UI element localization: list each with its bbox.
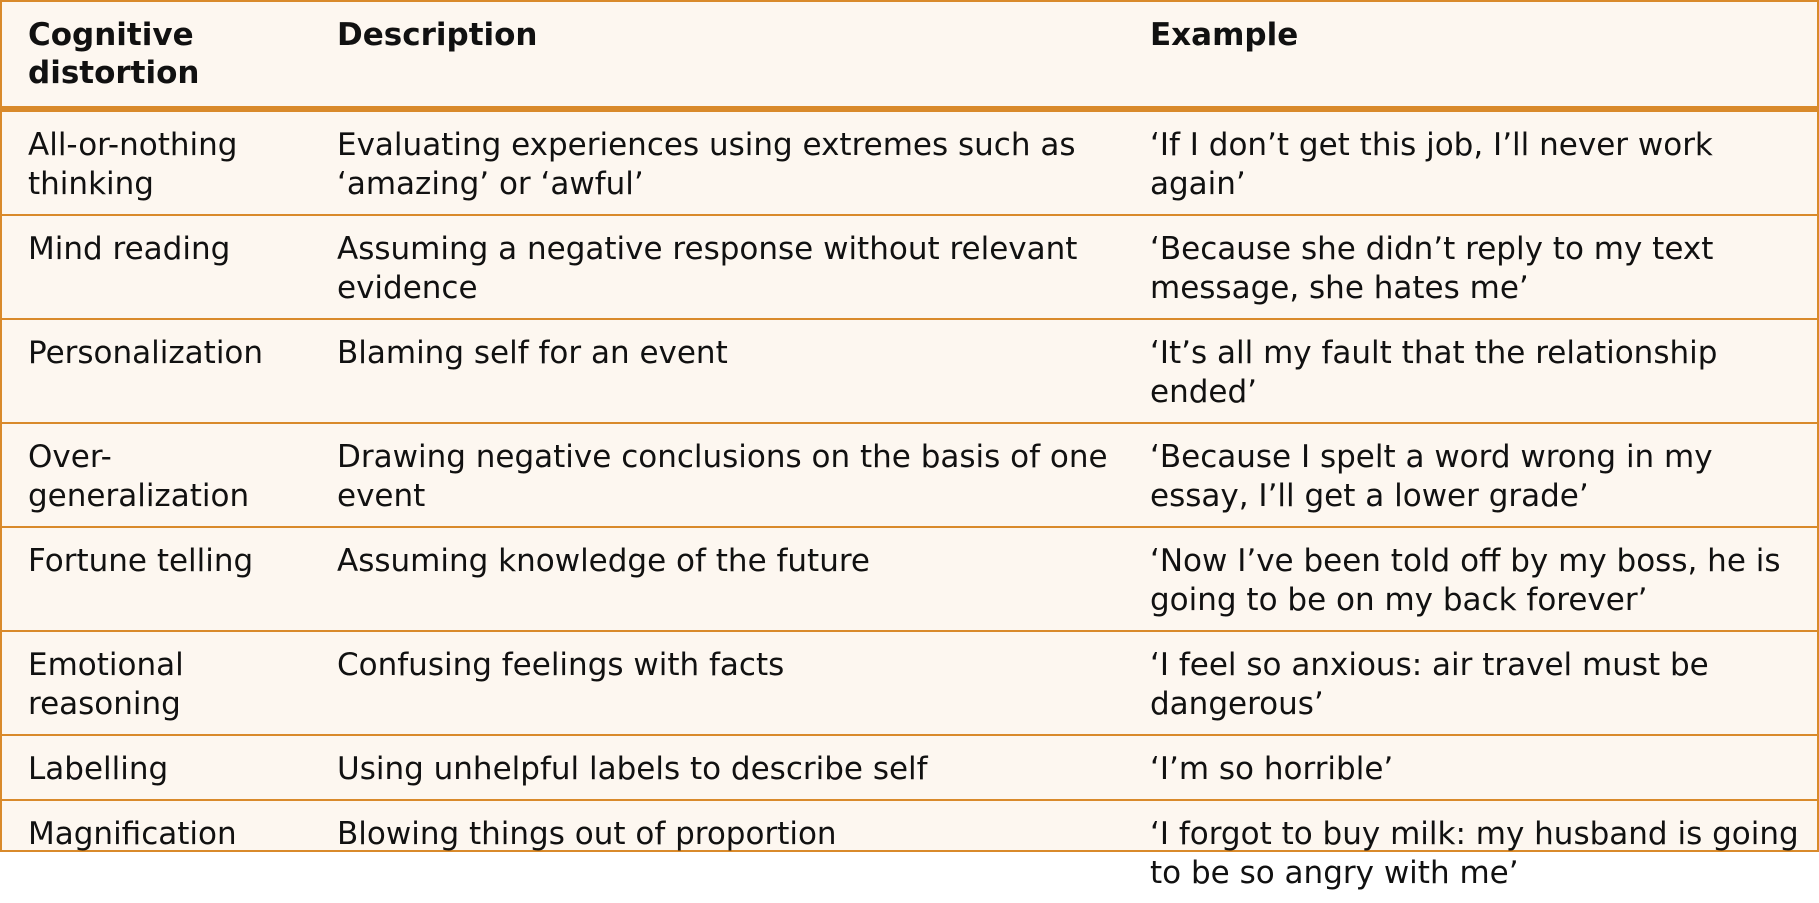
column-header-cognitive-distortion: Cognitive distortion: [2, 2, 307, 112]
header-row: Cognitive distortion Description Example: [2, 2, 1817, 112]
cell-distortion: Personalization: [2, 319, 307, 424]
table-body: All-or-nothing thinking Evaluating exper…: [2, 109, 1817, 903]
cell-distortion: Magnification: [28, 816, 237, 852]
cell-description: Evaluating experiences using extremes su…: [307, 109, 1120, 216]
cell-distortion: Fortune telling: [2, 527, 307, 632]
cell-description: Using unhelpful labels to describe self: [307, 735, 1120, 801]
cell-example: ‘Because I spelt a word wrong in my essa…: [1120, 423, 1817, 528]
table-header: Cognitive distortion Description Example: [2, 2, 1817, 112]
cell-distortion: All-or-nothing thinking: [2, 109, 307, 216]
column-header-example: Example: [1120, 2, 1817, 112]
table-row: Mind reading Assuming a negative respons…: [2, 215, 1817, 320]
table-row: Fortune telling Assuming knowledge of th…: [2, 527, 1817, 632]
table-row: Over-generalization Drawing negative con…: [2, 423, 1817, 528]
cell-example: ‘It’s all my fault that the relationship…: [1120, 319, 1817, 424]
table-row: All-or-nothing thinking Evaluating exper…: [2, 109, 1817, 216]
cell-example: ‘Because she didn’t reply to my text mes…: [1120, 215, 1817, 320]
cell-description: Blowing things out of proportion: [337, 816, 837, 852]
cell-description: Drawing negative conclusions on the basi…: [307, 423, 1120, 528]
cell-distortion: Over-generalization: [2, 423, 307, 528]
table-row: Emotional reasoning Confusing feelings w…: [2, 631, 1817, 736]
cell-example: ‘I’m so horrible’: [1120, 735, 1817, 801]
column-header-description: Description: [307, 2, 1120, 112]
cell-distortion: Emotional reasoning: [2, 631, 307, 736]
table-row: Personalization Blaming self for an even…: [2, 319, 1817, 424]
cell-description: Blaming self for an event: [307, 319, 1120, 424]
cell-description: Assuming knowledge of the future: [307, 527, 1120, 632]
cell-example: ‘I feel so anxious: air travel must be d…: [1120, 631, 1817, 736]
cell-example: ‘Now I’ve been told off by my boss, he i…: [1120, 527, 1817, 632]
cell-example: ‘If I don’t get this job, I’ll never wor…: [1120, 109, 1817, 216]
table-row: Labelling Using unhelpful labels to desc…: [2, 735, 1817, 801]
cell-distortion: Labelling: [2, 735, 307, 801]
cell-description: Assuming a negative response without rel…: [307, 215, 1120, 320]
cell-description: Confusing feelings with facts: [307, 631, 1120, 736]
cell-distortion: Mind reading: [2, 215, 307, 320]
